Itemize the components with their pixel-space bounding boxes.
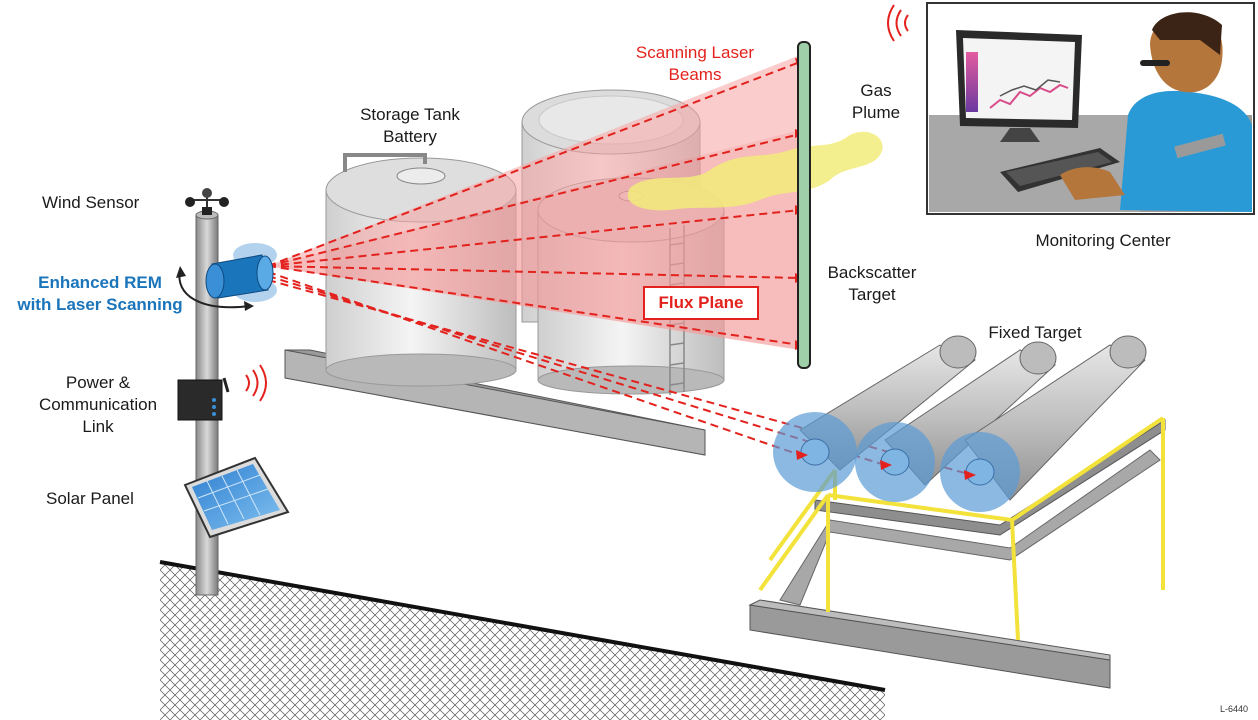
gas-label-line1: Gas (860, 81, 892, 100)
power-label-line3: Link (82, 417, 114, 436)
solar-panel-icon (183, 456, 290, 539)
fixed-target-label: Fixed Target (988, 323, 1082, 342)
backscatter-label-line2: Target (848, 285, 896, 304)
gas-plume (627, 131, 883, 211)
anemometer-icon (185, 188, 229, 215)
fixed-target-cylinder-1 (773, 335, 977, 492)
fixed-target-cylinder-2 (855, 341, 1057, 502)
comm-box-icon (177, 364, 267, 421)
scanning-label-line1: Scanning Laser (635, 43, 755, 62)
power-label-line1: Power & (65, 373, 131, 392)
power-label-line2: Communication (38, 395, 158, 414)
fixed-target-cylinder-3 (940, 335, 1147, 512)
storage-label-line2: Battery (383, 127, 437, 146)
figure-code: L-6440 (1219, 704, 1248, 714)
storage-label-line1: Storage Tank (360, 105, 460, 124)
laser-beams (267, 61, 973, 476)
flux-plane-label: Flux Plane (643, 286, 759, 320)
rem-label-line1: Enhanced REM (38, 273, 162, 292)
scanning-label-line2: Beams (668, 65, 722, 84)
backscatter-label-line1: Backscatter (827, 263, 917, 282)
monitor-icon (956, 30, 1082, 142)
operator-icon (1060, 12, 1252, 212)
gas-label-line2: Plume (851, 103, 901, 122)
keyboard-icon (1000, 148, 1120, 192)
rem-label-line2: with Laser Scanning (17, 295, 183, 314)
fixed-target-platform (748, 335, 1166, 689)
solar-panel-label: Solar Panel (46, 489, 134, 508)
backscatter-target (797, 41, 811, 369)
laser-scanner-icon (176, 243, 277, 311)
monitoring-center-label: Monitoring Center (1035, 231, 1171, 250)
monitoring-center-panel (887, 2, 1255, 215)
ground (159, 560, 886, 720)
wind-sensor-label: Wind Sensor (42, 193, 140, 212)
